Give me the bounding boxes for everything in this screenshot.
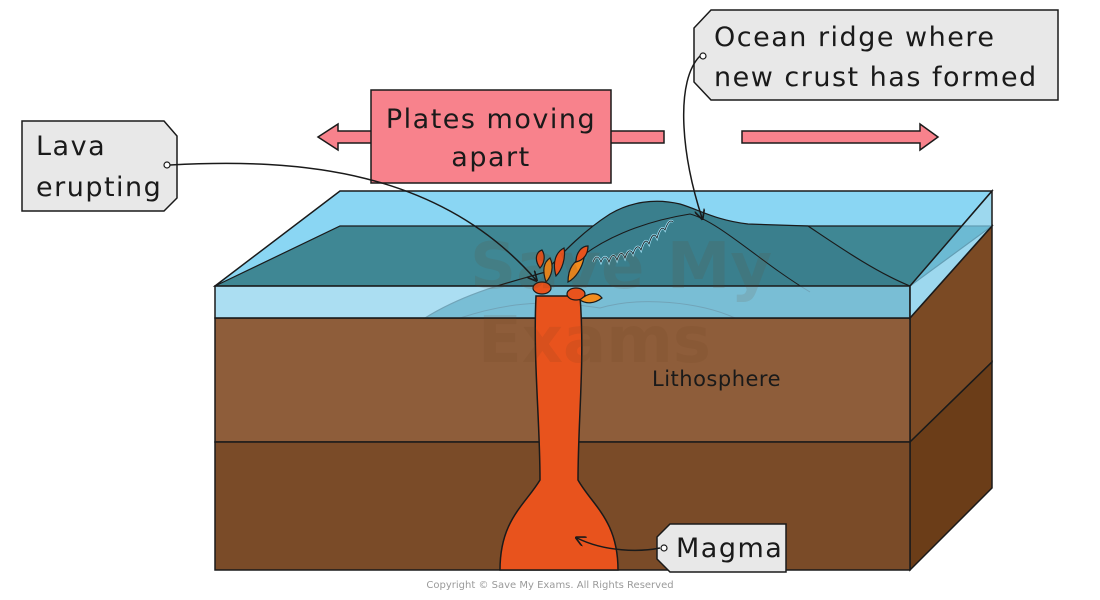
- watermark-line-2: Exams: [478, 304, 711, 378]
- lava-erupting-label: Lava erupting: [21, 120, 178, 212]
- plates-moving-apart-label: Plates moving apart: [370, 89, 612, 184]
- lava-splashes: [532, 245, 603, 304]
- ridge-wavy-crust-outline: [592, 220, 674, 264]
- svg-text:Ocean ridge where: Ocean ridge where: [714, 22, 995, 53]
- ocean-ridge-label: Ocean ridge where new crust has formed: [693, 9, 1059, 101]
- svg-text:apart: apart: [451, 142, 530, 173]
- copyright-text: Copyright © Save My Exams. All Rights Re…: [426, 580, 673, 591]
- svg-text:Plates moving: Plates moving: [386, 104, 596, 135]
- watermark-line-1: Save My: [470, 230, 772, 304]
- arrow-right: [741, 122, 940, 152]
- svg-text:Magma: Magma: [676, 533, 783, 564]
- svg-text:erupting: erupting: [36, 172, 162, 203]
- svg-text:new crust has formed: new crust has formed: [714, 62, 1038, 93]
- water-side-face: [909, 188, 993, 320]
- ocean-ridge-pointer: [683, 55, 702, 218]
- svg-text:Lava: Lava: [36, 131, 106, 162]
- ridge-crest-line: [574, 213, 811, 293]
- magma-pointer: [577, 538, 661, 551]
- lithosphere-label: Lithosphere: [652, 367, 781, 391]
- lava-pointer: [169, 162, 536, 280]
- magma-label: Magma: [656, 523, 787, 573]
- magma-plume: [499, 295, 619, 571]
